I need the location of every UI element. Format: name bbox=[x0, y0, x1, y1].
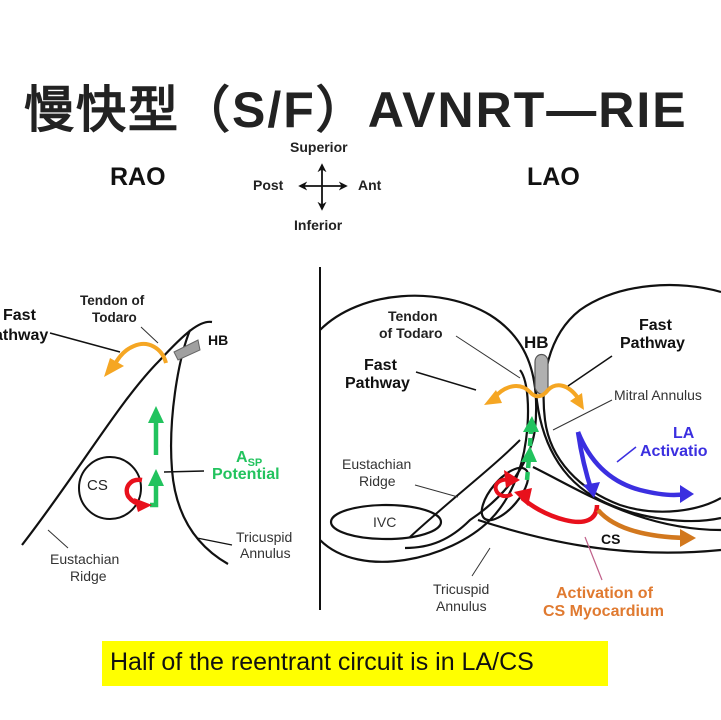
lao-fast-pathway-arrowhead-right bbox=[570, 393, 584, 410]
rao-eustachian-leader bbox=[47, 529, 69, 549]
lao-cs-activation-arrow bbox=[596, 508, 687, 541]
lao-fast-pathway-arrow bbox=[492, 383, 580, 400]
lao-tendon-leader bbox=[455, 335, 521, 379]
rao-his-bundle-icon bbox=[173, 339, 201, 361]
rao-cs-label: CS bbox=[87, 477, 108, 494]
lao-mitral-label: Mitral Annulus bbox=[614, 387, 702, 403]
lao-la-activation-arrowhead-down bbox=[583, 482, 600, 498]
lao-cs-ostium-red-loop bbox=[493, 477, 514, 499]
lao-tricuspid-label-line2: Annulus bbox=[436, 598, 487, 614]
rao-tricuspid-label-line2: Annulus bbox=[240, 545, 291, 561]
lao-cs-reentry-arrow bbox=[520, 496, 600, 525]
lao-cs-activation-arrowhead bbox=[680, 529, 696, 547]
rao-fast-pathway-label-line2: athway bbox=[0, 327, 48, 344]
lao-mitral-annulus-outline bbox=[542, 283, 721, 513]
orientation-compass: Superior Inferior Post Ant bbox=[253, 139, 382, 233]
lao-cs-myo-label-line1: Activation of bbox=[556, 585, 654, 602]
lao-cs-myo-label-line2: CS Myocardium bbox=[543, 603, 664, 620]
rao-eustachian-ridge-line bbox=[21, 320, 213, 546]
rao-cs-ostium bbox=[78, 456, 142, 520]
lao-tendon-label-line2: of Todaro bbox=[379, 325, 443, 341]
lao-fast-pathway-right-label-line1: Fast bbox=[639, 317, 673, 334]
lao-tricuspid-leader bbox=[471, 547, 491, 577]
lao-slow-pathway-arrowhead-lower bbox=[521, 446, 537, 462]
lao-eustachian-label-line1: Eustachian bbox=[342, 456, 411, 472]
lao-fast-pathway-arrowhead-left bbox=[484, 390, 502, 405]
rao-fast-pathway-label-line1: Fast bbox=[3, 307, 37, 324]
rao-tricuspid-annulus-line bbox=[170, 329, 229, 565]
compass-ant-label: Ant bbox=[358, 177, 382, 193]
rao-tendon-leader bbox=[140, 326, 159, 344]
rao-tendon-label-line2: Todaro bbox=[92, 310, 137, 325]
lao-eustachian-label-line2: Ridge bbox=[359, 473, 396, 489]
lao-eustachian-ridge-line bbox=[409, 439, 521, 538]
lao-fast-pathway-right-label-line2: Pathway bbox=[620, 335, 685, 352]
rao-eustachian-label-line2: Ridge bbox=[70, 568, 107, 584]
lao-fast-pathway-left-leader bbox=[415, 371, 477, 391]
lao-la-activation-arrow-right bbox=[575, 431, 686, 498]
lao-cs-label: CS bbox=[601, 531, 620, 547]
lao-his-bundle-icon bbox=[534, 353, 549, 395]
lao-view-label: LAO bbox=[527, 163, 580, 191]
rao-view-label: RAO bbox=[110, 163, 166, 191]
lao-la-activation-label-line1: LA bbox=[673, 425, 695, 442]
lao-tricuspid-annulus-outline bbox=[319, 369, 530, 563]
rao-hb-label: HB bbox=[208, 332, 228, 348]
caption-text: Half of the reentrant circuit is in LA/C… bbox=[110, 648, 534, 676]
rao-eustachian-label-line1: Eustachian bbox=[50, 551, 119, 567]
lao-la-activation-leader bbox=[616, 446, 637, 463]
rao-slow-pathway-arrowhead-lower bbox=[148, 469, 164, 486]
lao-fast-pathway-right-leader bbox=[567, 355, 613, 387]
lao-slow-pathway-arrowhead-upper bbox=[523, 416, 539, 432]
lao-ivc bbox=[329, 503, 443, 541]
lao-la-activation-arrowhead-right bbox=[680, 485, 694, 503]
rao-fast-pathway-leader bbox=[49, 332, 121, 353]
lao-tricuspid-label-line1: Tricuspid bbox=[433, 581, 489, 597]
rao-asp-leader bbox=[163, 470, 205, 473]
lao-right-atrium-outline bbox=[319, 294, 538, 550]
rao-fast-pathway-arrowhead bbox=[104, 358, 124, 377]
compass-inferior-label: Inferior bbox=[294, 217, 343, 233]
page-title: 慢快型（S/F）AVNRT—RIE bbox=[24, 82, 688, 138]
lao-fast-pathway-left-label-line1: Fast bbox=[364, 357, 398, 374]
lao-cs-tube-bottom bbox=[477, 518, 721, 554]
lao-cs-reentry-arrowhead bbox=[514, 488, 532, 506]
lao-mitral-leader bbox=[552, 399, 613, 431]
lao-cs-ostium-red-arrowhead bbox=[504, 470, 520, 488]
lao-hb-label: HB bbox=[524, 333, 549, 352]
rao-asp-sub: SP bbox=[248, 457, 263, 469]
compass-superior-label: Superior bbox=[290, 139, 348, 155]
caption-highlight: Half of the reentrant circuit is in LA/C… bbox=[102, 641, 608, 686]
rao-asp-main: A bbox=[236, 449, 248, 466]
lao-cs-myo-leader bbox=[584, 536, 603, 581]
lao-cs-tube-top bbox=[532, 466, 721, 532]
rao-asp-label: ASP bbox=[236, 449, 262, 469]
lao-tendon-label-line1: Tendon bbox=[388, 308, 438, 324]
rao-cs-reentry-arrowhead bbox=[134, 498, 152, 512]
rao-tendon-label-line1: Tendon of bbox=[80, 293, 145, 308]
rao-tricuspid-leader bbox=[196, 537, 233, 546]
compass-arrows-icon bbox=[298, 163, 348, 211]
rao-fast-pathway-arrow bbox=[112, 342, 168, 367]
lao-ivc-label: IVC bbox=[373, 514, 396, 530]
lao-panel: IVC HB Tendon bbox=[319, 283, 721, 620]
compass-post-label: Post bbox=[253, 177, 284, 193]
rao-tricuspid-label-line1: Tricuspid bbox=[236, 529, 292, 545]
lao-fast-pathway-left-label-line2: Pathway bbox=[345, 375, 410, 392]
lao-eustachian-leader bbox=[414, 484, 459, 498]
rao-panel: HB CS Fast athway Tendon of Todaro ASP P… bbox=[0, 293, 292, 584]
rao-slow-pathway-arrowhead-upper bbox=[148, 406, 164, 423]
lao-la-activation-label-line2: Activatio bbox=[640, 443, 708, 460]
rao-asp-label-line2: Potential bbox=[212, 466, 280, 483]
